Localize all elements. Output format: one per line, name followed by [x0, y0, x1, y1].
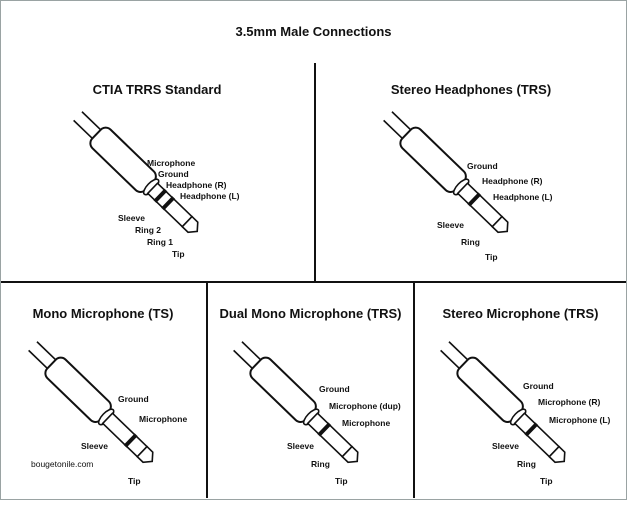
insulator-ring	[317, 422, 332, 437]
label-tip: Tip	[128, 476, 141, 486]
plug-body	[28, 341, 154, 464]
plug-stereo-mic	[440, 341, 566, 464]
label-ring-1: Ring 1	[147, 237, 173, 247]
label-sleeve: Sleeve	[81, 441, 108, 451]
label-ground: Ground	[158, 169, 189, 179]
plug-body	[73, 111, 199, 234]
label-headphone-r: Headphone (R)	[166, 180, 227, 190]
label-ground: Ground	[523, 381, 554, 391]
label-tip: Tip	[172, 249, 185, 259]
plug-body	[233, 341, 359, 464]
label-headphone-l: Headphone (L)	[180, 191, 240, 201]
plug-shaft	[456, 182, 504, 228]
plug-stereo-headphones	[383, 111, 509, 234]
divider-top-vertical	[314, 63, 316, 282]
divider-bottom-left	[206, 282, 208, 498]
insulator-ring	[524, 422, 539, 437]
plug-tip	[181, 215, 199, 234]
divider-bottom-right	[413, 282, 415, 498]
divider-horizontal	[1, 281, 626, 283]
label-tip: Tip	[485, 252, 498, 262]
label-headphone-r: Headphone (R)	[482, 176, 543, 186]
label-sleeve: Sleeve	[287, 441, 314, 451]
insulator-ring	[467, 192, 482, 207]
label-microphone-r: Microphone (R)	[538, 397, 601, 407]
label-sleeve: Sleeve	[118, 213, 145, 223]
plug-body	[440, 341, 566, 464]
diagram-title: 3.5mm Male Connections	[235, 24, 392, 39]
plug-ctia	[73, 111, 199, 234]
plug-body	[383, 111, 509, 234]
label-ring: Ring	[461, 237, 480, 247]
panel-title-ctia: CTIA TRRS Standard	[92, 82, 222, 97]
insulator-ring	[153, 188, 168, 203]
label-tip: Tip	[540, 476, 553, 486]
label-microphone: Microphone	[342, 418, 391, 428]
panel-title-mono-mic: Mono Microphone (TS)	[32, 306, 174, 321]
plug-tip	[136, 445, 154, 464]
plug-dual-mono-mic	[233, 341, 359, 464]
insulator-ring	[161, 196, 176, 211]
label-microphone: Microphone	[147, 158, 196, 168]
plug-tip	[548, 445, 566, 464]
label-ground: Ground	[467, 161, 498, 171]
label-ground: Ground	[118, 394, 149, 404]
label-ring-2: Ring 2	[135, 225, 161, 235]
label-sleeve: Sleeve	[437, 220, 464, 230]
label-headphone-l: Headphone (L)	[493, 192, 553, 202]
plug-mono-mic	[28, 341, 154, 464]
credit-text: bougetonile.com	[31, 459, 94, 469]
label-microphone-l: Microphone (L)	[549, 415, 611, 425]
panel-title-stereo-headphones: Stereo Headphones (TRS)	[390, 82, 552, 97]
label-ground: Ground	[319, 384, 350, 394]
insulator-ring	[123, 433, 138, 448]
label-microphone: Microphone	[139, 414, 188, 424]
label-tip: Tip	[335, 476, 348, 486]
panel-title-dual-mono-mic: Dual Mono Microphone (TRS)	[219, 306, 402, 321]
plug-tip	[491, 215, 509, 234]
label-sleeve: Sleeve	[492, 441, 519, 451]
label-ring: Ring	[311, 459, 330, 469]
panel-title-stereo-mic: Stereo Microphone (TRS)	[442, 306, 599, 321]
label-ring: Ring	[517, 459, 536, 469]
plug-tip	[341, 445, 359, 464]
label-microphone-dup: Microphone (dup)	[329, 401, 401, 411]
